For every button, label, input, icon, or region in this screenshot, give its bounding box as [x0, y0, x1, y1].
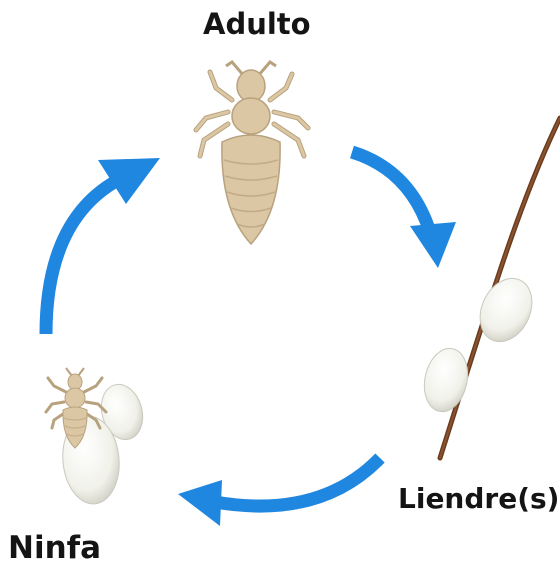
arrow-adult-to-nit — [352, 152, 456, 268]
arrow-nit-to-nymph — [178, 458, 380, 526]
adult-louse-illustration — [196, 62, 308, 244]
hair-with-nits-illustration — [419, 118, 560, 458]
stage-label-nymph: Ninfa — [8, 533, 101, 564]
nymph-illustration — [46, 368, 149, 506]
stage-label-nit: Liendre(s) — [398, 485, 559, 513]
arrow-nymph-to-adult — [46, 158, 160, 334]
stage-label-adult: Adulto — [203, 10, 311, 39]
